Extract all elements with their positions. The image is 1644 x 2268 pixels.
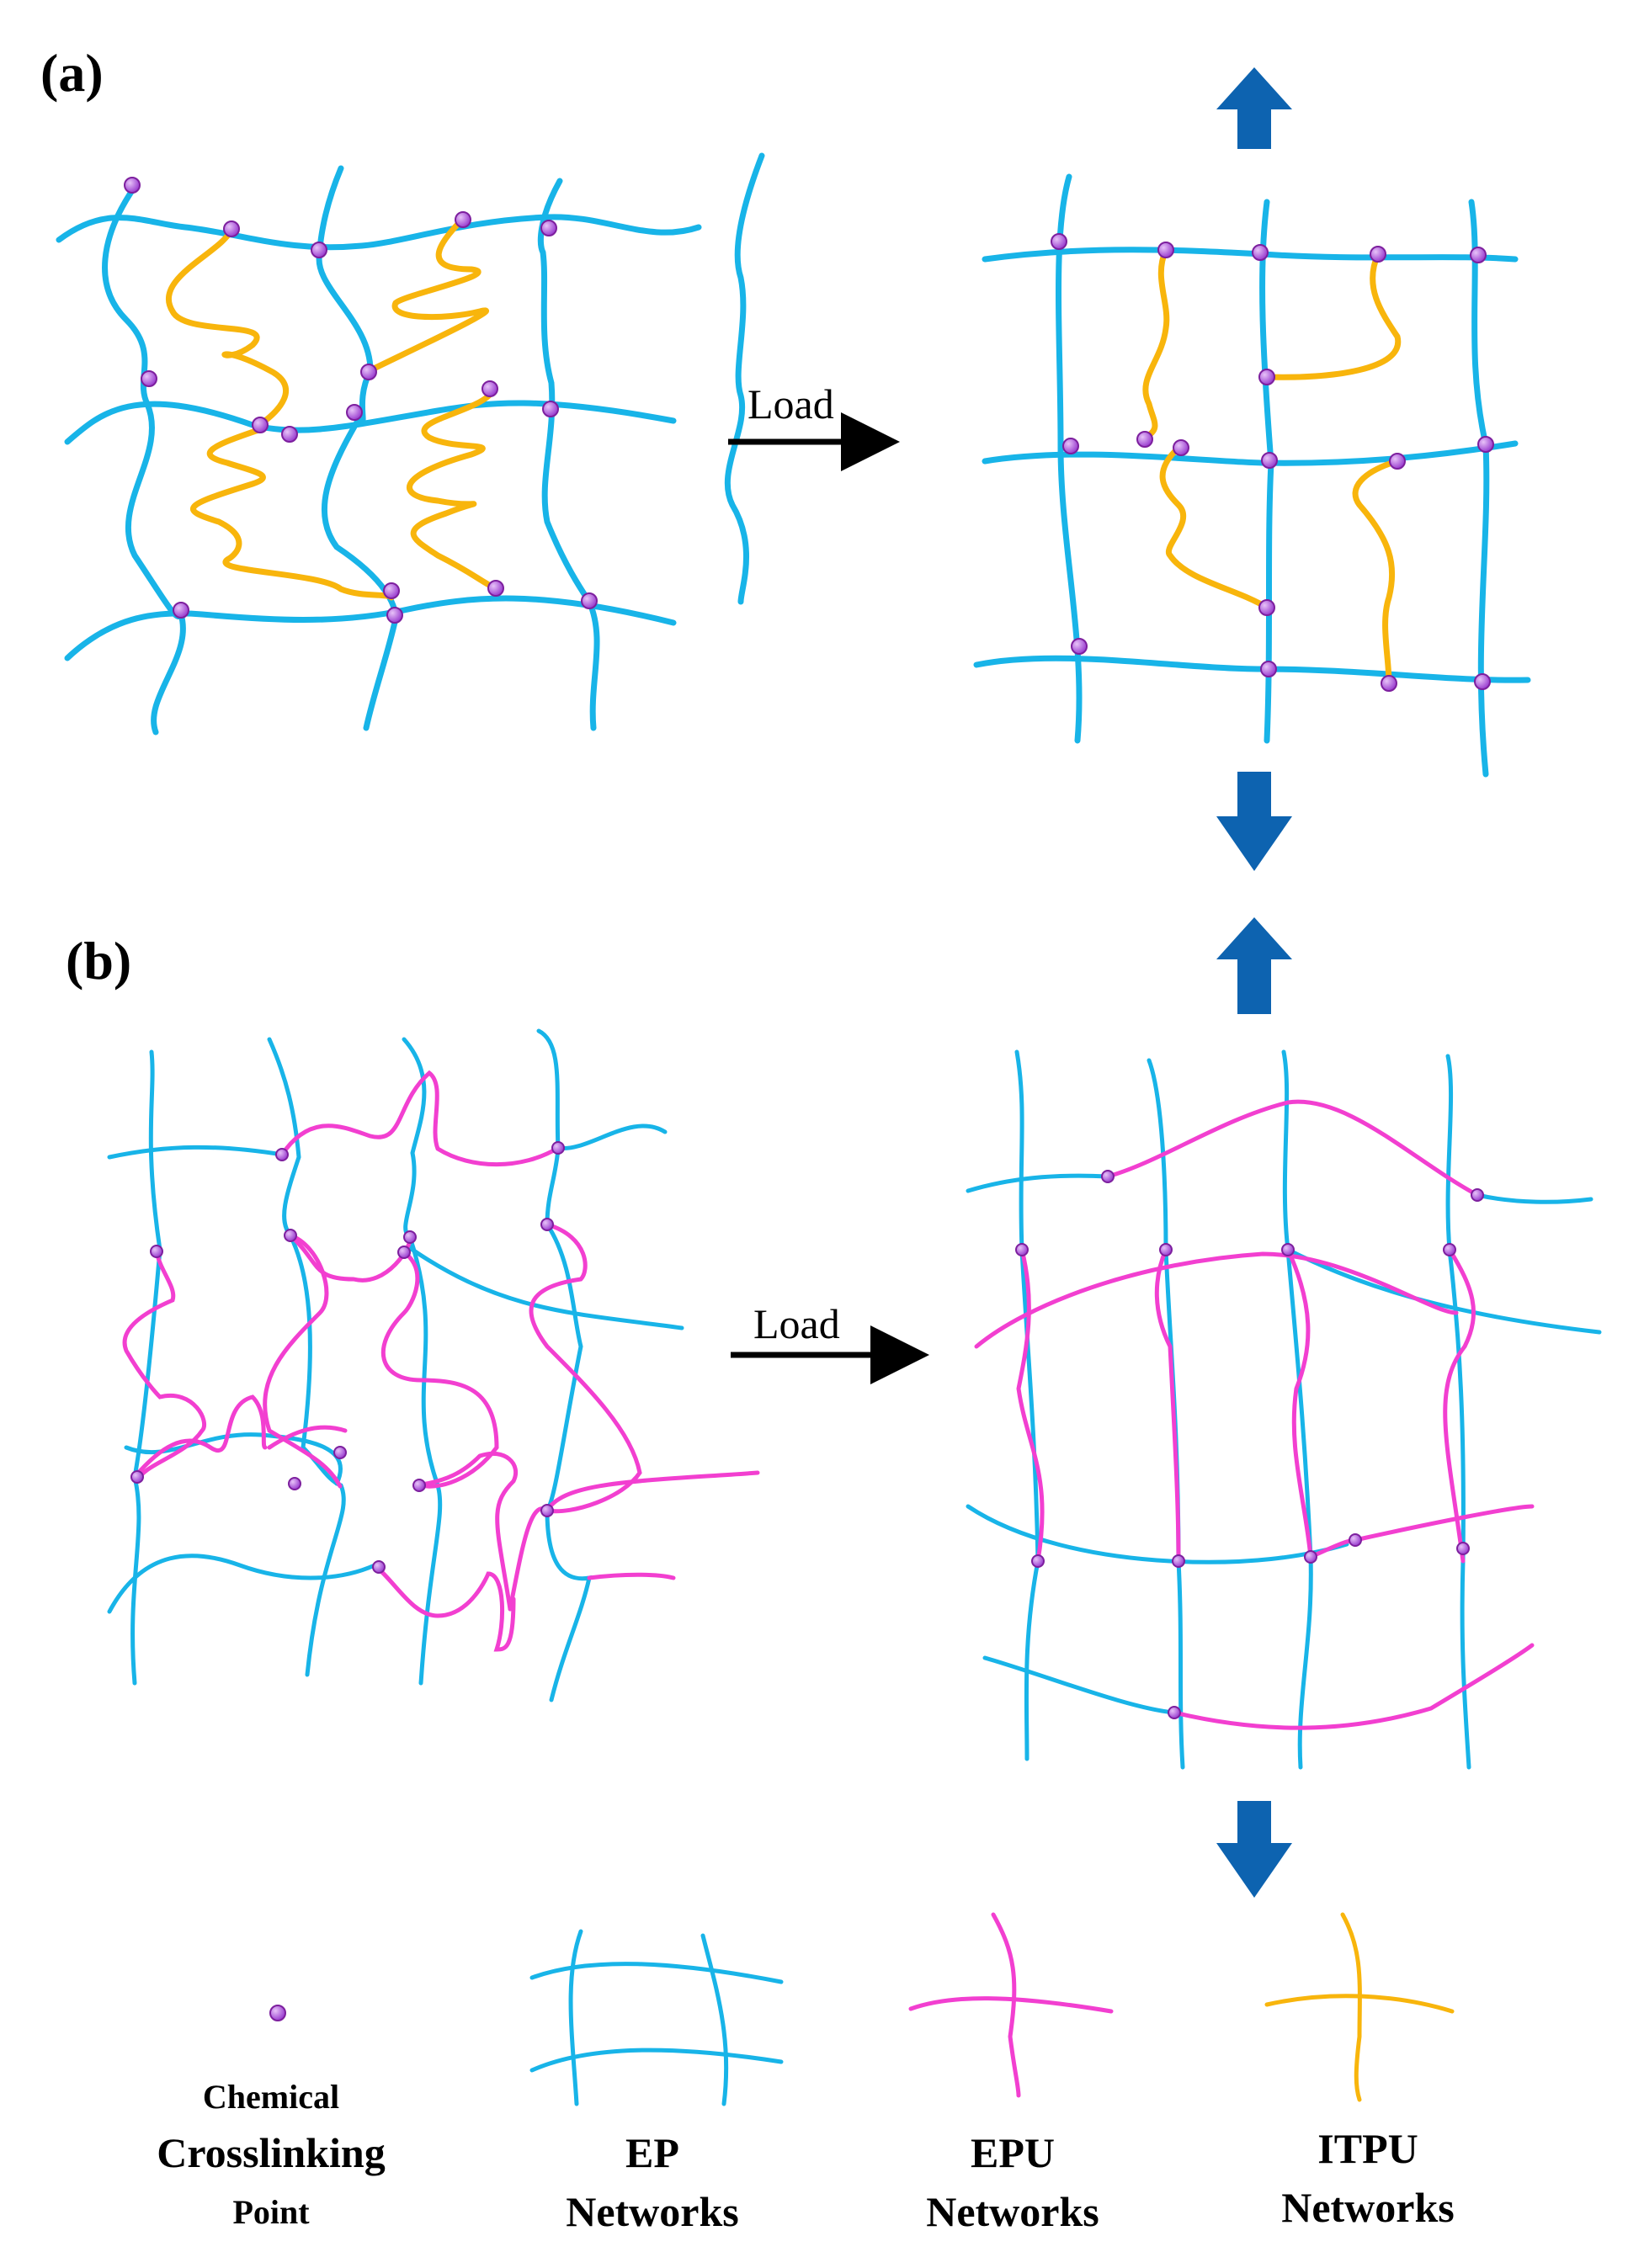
- block-arrow-up-b: [1216, 917, 1292, 1014]
- panel-a-label: (a): [40, 43, 104, 103]
- load-arrow-a: Load: [728, 380, 900, 471]
- load-label-a: Load: [748, 380, 834, 428]
- ep-network: [966, 1049, 1602, 1770]
- panel-b-label: (b): [66, 931, 131, 991]
- panel-a-after: [973, 173, 1531, 778]
- itpu-network: [1141, 247, 1402, 687]
- load-label-b: Load: [753, 1300, 840, 1347]
- epu-network: [974, 1099, 1535, 1730]
- legend-crosslink-line3: Point: [232, 2193, 310, 2231]
- legend-ep-line1: EP: [625, 2129, 679, 2176]
- legend-ep-line2: Networks: [566, 2188, 739, 2235]
- panel-a-before: [56, 152, 765, 736]
- legend-itpu-line1: ITPU: [1317, 2125, 1418, 2172]
- ep-network: [973, 173, 1531, 778]
- crosslink-points: [1015, 1170, 1484, 1719]
- legend-itpu: ITPU Networks: [1264, 1912, 1455, 2231]
- crosslink-points: [124, 177, 598, 624]
- block-arrow-down-a: [1216, 772, 1292, 871]
- epu-network: [122, 1070, 760, 1652]
- legend-epu-line1: EPU: [971, 2129, 1055, 2176]
- ep-network-icon: [529, 1929, 784, 2106]
- itpu-network-icon: [1264, 1912, 1455, 2102]
- legend-epu-line2: Networks: [926, 2188, 1099, 2235]
- legend-crosslink-line2: Crosslinking: [157, 2129, 385, 2176]
- legend: Chemical Crosslinking Point EP Networks …: [157, 1912, 1455, 2235]
- legend-ep: EP Networks: [529, 1929, 784, 2235]
- ep-network: [56, 152, 765, 736]
- crosslink-point-icon: [269, 2005, 286, 2021]
- crosslink-points: [1051, 233, 1494, 692]
- load-arrow-b: Load: [731, 1300, 929, 1384]
- legend-epu: EPU Networks: [908, 1912, 1114, 2235]
- itpu-network: [166, 215, 500, 601]
- panel-b-before: [107, 1028, 760, 1702]
- crosslink-points: [130, 1141, 565, 1574]
- legend-itpu-line2: Networks: [1281, 2184, 1455, 2231]
- legend-crosslink: Chemical Crosslinking Point: [157, 2005, 386, 2231]
- block-arrow-down-b: [1216, 1801, 1292, 1898]
- ep-network: [107, 1028, 684, 1702]
- panel-b-after: [966, 1049, 1602, 1770]
- epu-network-icon: [908, 1912, 1114, 2098]
- legend-crosslink-line1: Chemical: [203, 2078, 339, 2116]
- block-arrow-up-a: [1216, 67, 1292, 149]
